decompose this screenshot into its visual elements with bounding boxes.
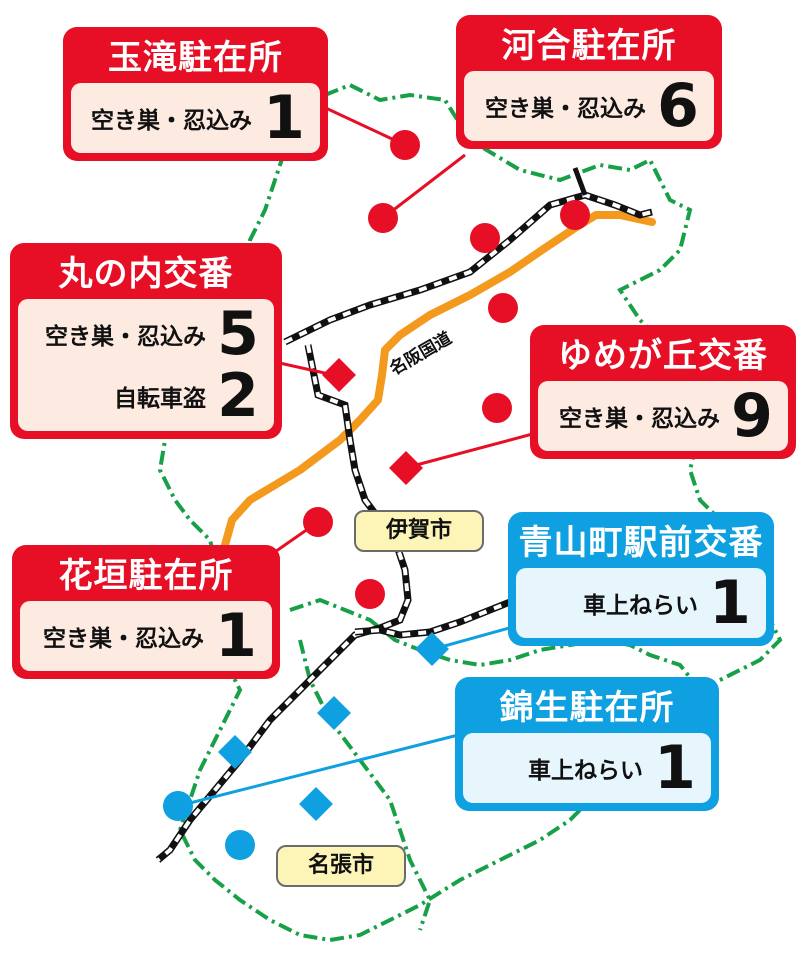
station-nishikio: 錦生駐在所 車上ねらい 1: [455, 677, 719, 811]
crime-panel: 空き巣・忍込み 1: [20, 601, 272, 671]
crime-label: 空き巣・忍込み: [45, 324, 206, 350]
burglary-marker: [482, 393, 512, 423]
station-aoyamacho: 青山町駅前交番 車上ねらい 1: [508, 512, 774, 646]
vehicle-marker-circle: [225, 830, 255, 860]
station-name: 錦生駐在所: [499, 688, 675, 728]
burglary-markers: [303, 130, 590, 609]
burglary-marker: [368, 203, 398, 233]
station-name: 丸の内交番: [58, 254, 234, 294]
railways: [155, 167, 653, 863]
burglary-marker: [355, 579, 385, 609]
crime-count: 2: [217, 361, 259, 431]
crime-count: 1: [215, 601, 257, 671]
station-name: 河合駐在所: [501, 26, 677, 66]
crime-count: 1: [654, 733, 696, 803]
station-name: 玉滝駐在所: [108, 38, 283, 78]
station-name: ゆめが丘交番: [558, 336, 768, 376]
crime-label: 自転車盗: [114, 386, 206, 412]
station-kawai: 河合駐在所 空き巣・忍込み 6: [456, 15, 722, 149]
station-hanagaki: 花垣駐在所 空き巣・忍込み 1: [12, 545, 280, 679]
crime-count: 5: [217, 299, 259, 369]
burglary-marker: [390, 130, 420, 160]
station-name: 花垣駐在所: [58, 556, 234, 596]
crime-row: 車上ねらい 1: [530, 572, 752, 634]
bicycle-theft-marker: [389, 451, 423, 485]
station-yumegaoka: ゆめが丘交番 空き巣・忍込み 9: [530, 325, 796, 459]
station-marunouchi: 丸の内交番 空き巣・忍込み 5 自転車盗 2: [10, 243, 282, 439]
crime-panel: 空き巣・忍込み 1: [71, 83, 320, 153]
crime-label: 車上ねらい: [583, 593, 698, 619]
station-name: 青山町駅前交番: [518, 523, 764, 563]
crime-panel: 車上ねらい 1: [463, 733, 711, 803]
vehicle-marker-circle: [163, 791, 193, 821]
bicycle-theft-marker: [322, 358, 356, 392]
crime-row: 空き巣・忍込み 1: [34, 605, 258, 667]
crime-panel: 車上ねらい 1: [516, 568, 766, 638]
burglary-marker: [488, 293, 518, 323]
city-boundary: [157, 82, 783, 943]
crime-row: 自転車盗 2: [32, 365, 260, 427]
crime-label: 空き巣・忍込み: [91, 108, 252, 134]
crime-panel: 空き巣・忍込み 6: [464, 71, 714, 141]
iga-nabari-boundary: [289, 597, 702, 931]
crime-row: 空き巣・忍込み 9: [552, 385, 774, 447]
crime-label: 空き巣・忍込み: [43, 626, 204, 652]
crime-row: 空き巣・忍込み 1: [85, 87, 306, 149]
crime-row: 空き巣・忍込み 5: [32, 303, 260, 365]
crime-count: 1: [709, 568, 751, 638]
city-label-nabari: 名張市: [276, 845, 406, 887]
crime-row: 車上ねらい 1: [477, 737, 697, 799]
crime-row: 空き巣・忍込み 6: [478, 75, 700, 137]
vehicle-marker-diamond: [415, 632, 449, 666]
crime-label: 空き巣・忍込み: [485, 96, 646, 122]
crime-count: 6: [657, 71, 699, 141]
burglary-marker: [560, 200, 590, 230]
vehicle-marker-diamond: [299, 787, 333, 821]
city-label-iga: 伊賀市: [354, 510, 484, 552]
meihan-road: [221, 211, 656, 549]
crime-label: 車上ねらい: [528, 758, 643, 784]
crime-panel: 空き巣・忍込み 5 自転車盗 2: [18, 299, 274, 431]
burglary-marker: [470, 223, 500, 253]
crime-panel: 空き巣・忍込み 9: [538, 381, 788, 451]
crime-count: 9: [731, 381, 773, 451]
vehicle-marker-diamond: [218, 735, 252, 769]
crime-label: 空き巣・忍込み: [559, 406, 720, 432]
crime-count: 1: [263, 83, 305, 153]
burglary-marker: [303, 507, 333, 537]
vehicle-theft-markers: [163, 632, 449, 860]
vehicle-marker-diamond: [317, 696, 351, 730]
station-tamataki: 玉滝駐在所 空き巣・忍込み 1: [63, 27, 328, 161]
